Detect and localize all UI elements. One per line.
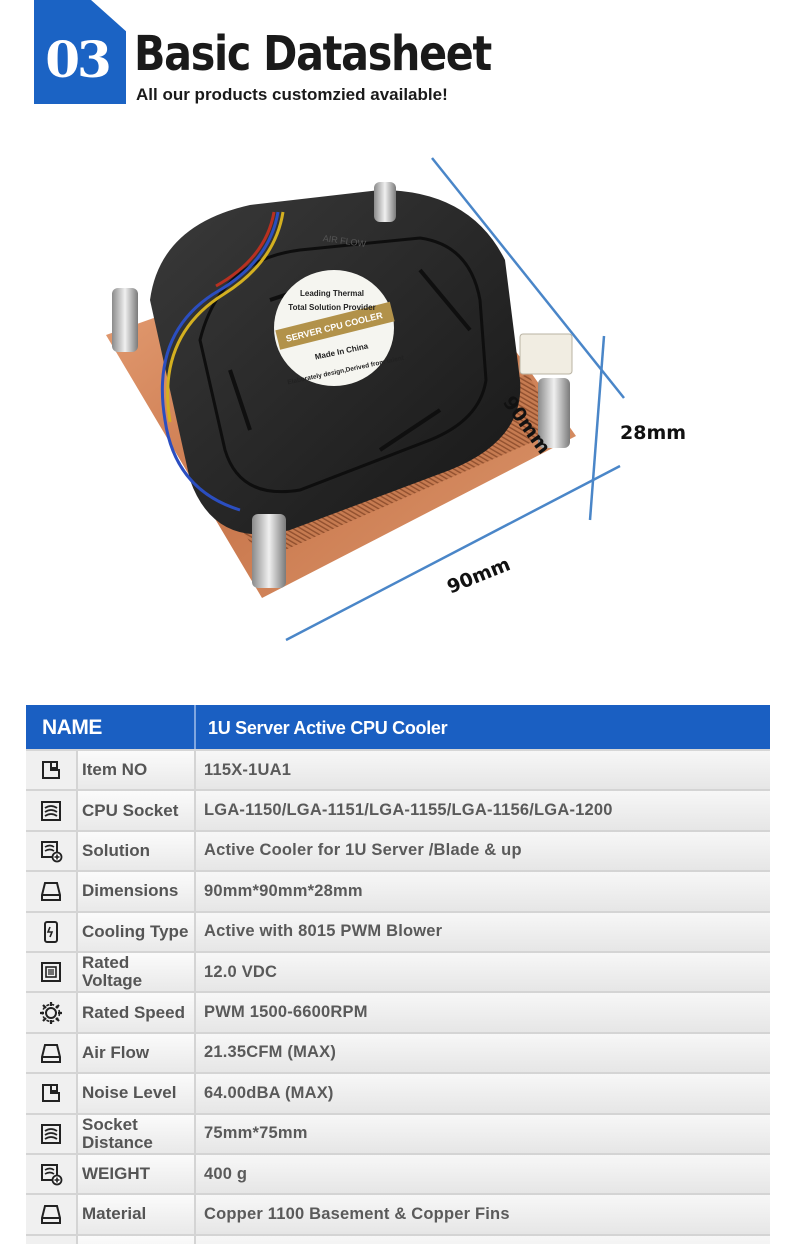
row-label: CPU Socket <box>78 791 196 830</box>
row-icon-cell <box>26 1154 78 1194</box>
row-value: 12.0 VDC <box>196 952 770 992</box>
fan-wire-blue <box>160 211 280 512</box>
page-title: Basic Datasheet <box>134 26 492 82</box>
row-icon-cell <box>26 1235 78 1244</box>
fan-connector <box>519 333 573 375</box>
row-label: Item NO <box>78 751 196 790</box>
row-icon-cell <box>26 912 78 951</box>
drive-icon <box>41 1205 61 1225</box>
gear-icon <box>40 1001 62 1024</box>
row-value: 75mm*75mm <box>196 1114 770 1153</box>
row-value: 90mm*90mm*28mm <box>196 872 770 911</box>
mounting-screws <box>112 182 570 588</box>
row-icon-cell <box>26 1114 78 1153</box>
table-header-row: NAME 1U Server Active CPU Cooler <box>26 705 770 751</box>
sticker-band <box>275 301 395 350</box>
dimension-line-bottom <box>285 464 621 642</box>
dimension-line-side <box>588 335 606 521</box>
drive-icon <box>41 882 61 902</box>
row-value <box>196 1235 770 1244</box>
row-label: Material <box>78 1195 196 1234</box>
table-header-name: NAME <box>26 705 196 749</box>
row-label: Rated Speed <box>78 993 196 1032</box>
sticker-line1: Leading Thermal <box>300 289 364 298</box>
section-header: 03 Basic Datasheet All our products cust… <box>0 0 800 120</box>
layers-icon <box>41 800 61 821</box>
row-icon-cell <box>26 1195 78 1234</box>
row-value: 115X-1UA1 <box>196 751 770 790</box>
row-label: Cooling Type <box>78 912 196 951</box>
fan-wire-red <box>215 211 276 288</box>
row-icon-cell <box>26 872 78 911</box>
datasheet-table: NAME 1U Server Active CPU Cooler Item NO… <box>26 705 770 1244</box>
row-value: PWM 1500-6600RPM <box>196 993 770 1032</box>
layers-icon <box>41 1123 61 1144</box>
folder-icon <box>42 1084 60 1103</box>
row-label: Solution <box>78 831 196 871</box>
drive-icon <box>41 1043 61 1063</box>
section-number-badge: 03 <box>34 0 126 104</box>
row-icon-cell <box>26 791 78 830</box>
dimension-line-top <box>431 157 625 399</box>
page-subtitle: All our products customzied available! <box>136 85 448 104</box>
row-label: Air Flow <box>78 1033 196 1073</box>
stack-add-icon <box>41 840 63 863</box>
table-header-value: 1U Server Active CPU Cooler <box>208 718 448 738</box>
folder-icon <box>42 761 60 780</box>
phone-icon <box>44 920 58 943</box>
stack-add-icon <box>41 1164 63 1186</box>
row-value: 400 g <box>196 1154 770 1194</box>
section-number: 03 <box>45 30 112 89</box>
sticker-line2: Total Solution Provider <box>288 303 375 312</box>
fan-wire-yellow <box>166 211 285 423</box>
row-icon-cell <box>26 1074 78 1113</box>
row-value: Active Cooler for 1U Server /Blade & up <box>196 831 770 871</box>
row-value: 21.35CFM (MAX) <box>196 1033 770 1073</box>
row-icon-cell <box>26 831 78 871</box>
row-icon-cell <box>26 993 78 1032</box>
row-value: 64.00dBA (MAX) <box>196 1074 770 1113</box>
row-label: WEIGHT <box>78 1154 196 1194</box>
row-label: Rated Voltage <box>78 952 196 992</box>
table-row: Thermal <box>26 1235 770 1244</box>
product-illustration: Leading Thermal Total Solution Provider … <box>0 130 800 670</box>
dimension-side-label: 28mm <box>620 422 687 444</box>
row-value: Copper 1100 Basement & Copper Fins <box>196 1195 770 1234</box>
row-label: Socket Distance <box>78 1114 196 1153</box>
row-label: Noise Level <box>78 1074 196 1113</box>
row-value: Active with 8015 PWM Blower <box>196 912 770 951</box>
row-value: LGA-1150/LGA-1151/LGA-1155/LGA-1156/LGA-… <box>196 791 770 830</box>
chip-icon <box>41 962 61 983</box>
row-icon-cell <box>26 1033 78 1073</box>
row-label: Dimensions <box>78 872 196 911</box>
row-label: Thermal <box>78 1235 196 1244</box>
row-icon-cell <box>26 751 78 790</box>
cooler-image: Leading Thermal Total Solution Provider … <box>106 157 625 642</box>
row-icon-cell <box>26 952 78 992</box>
